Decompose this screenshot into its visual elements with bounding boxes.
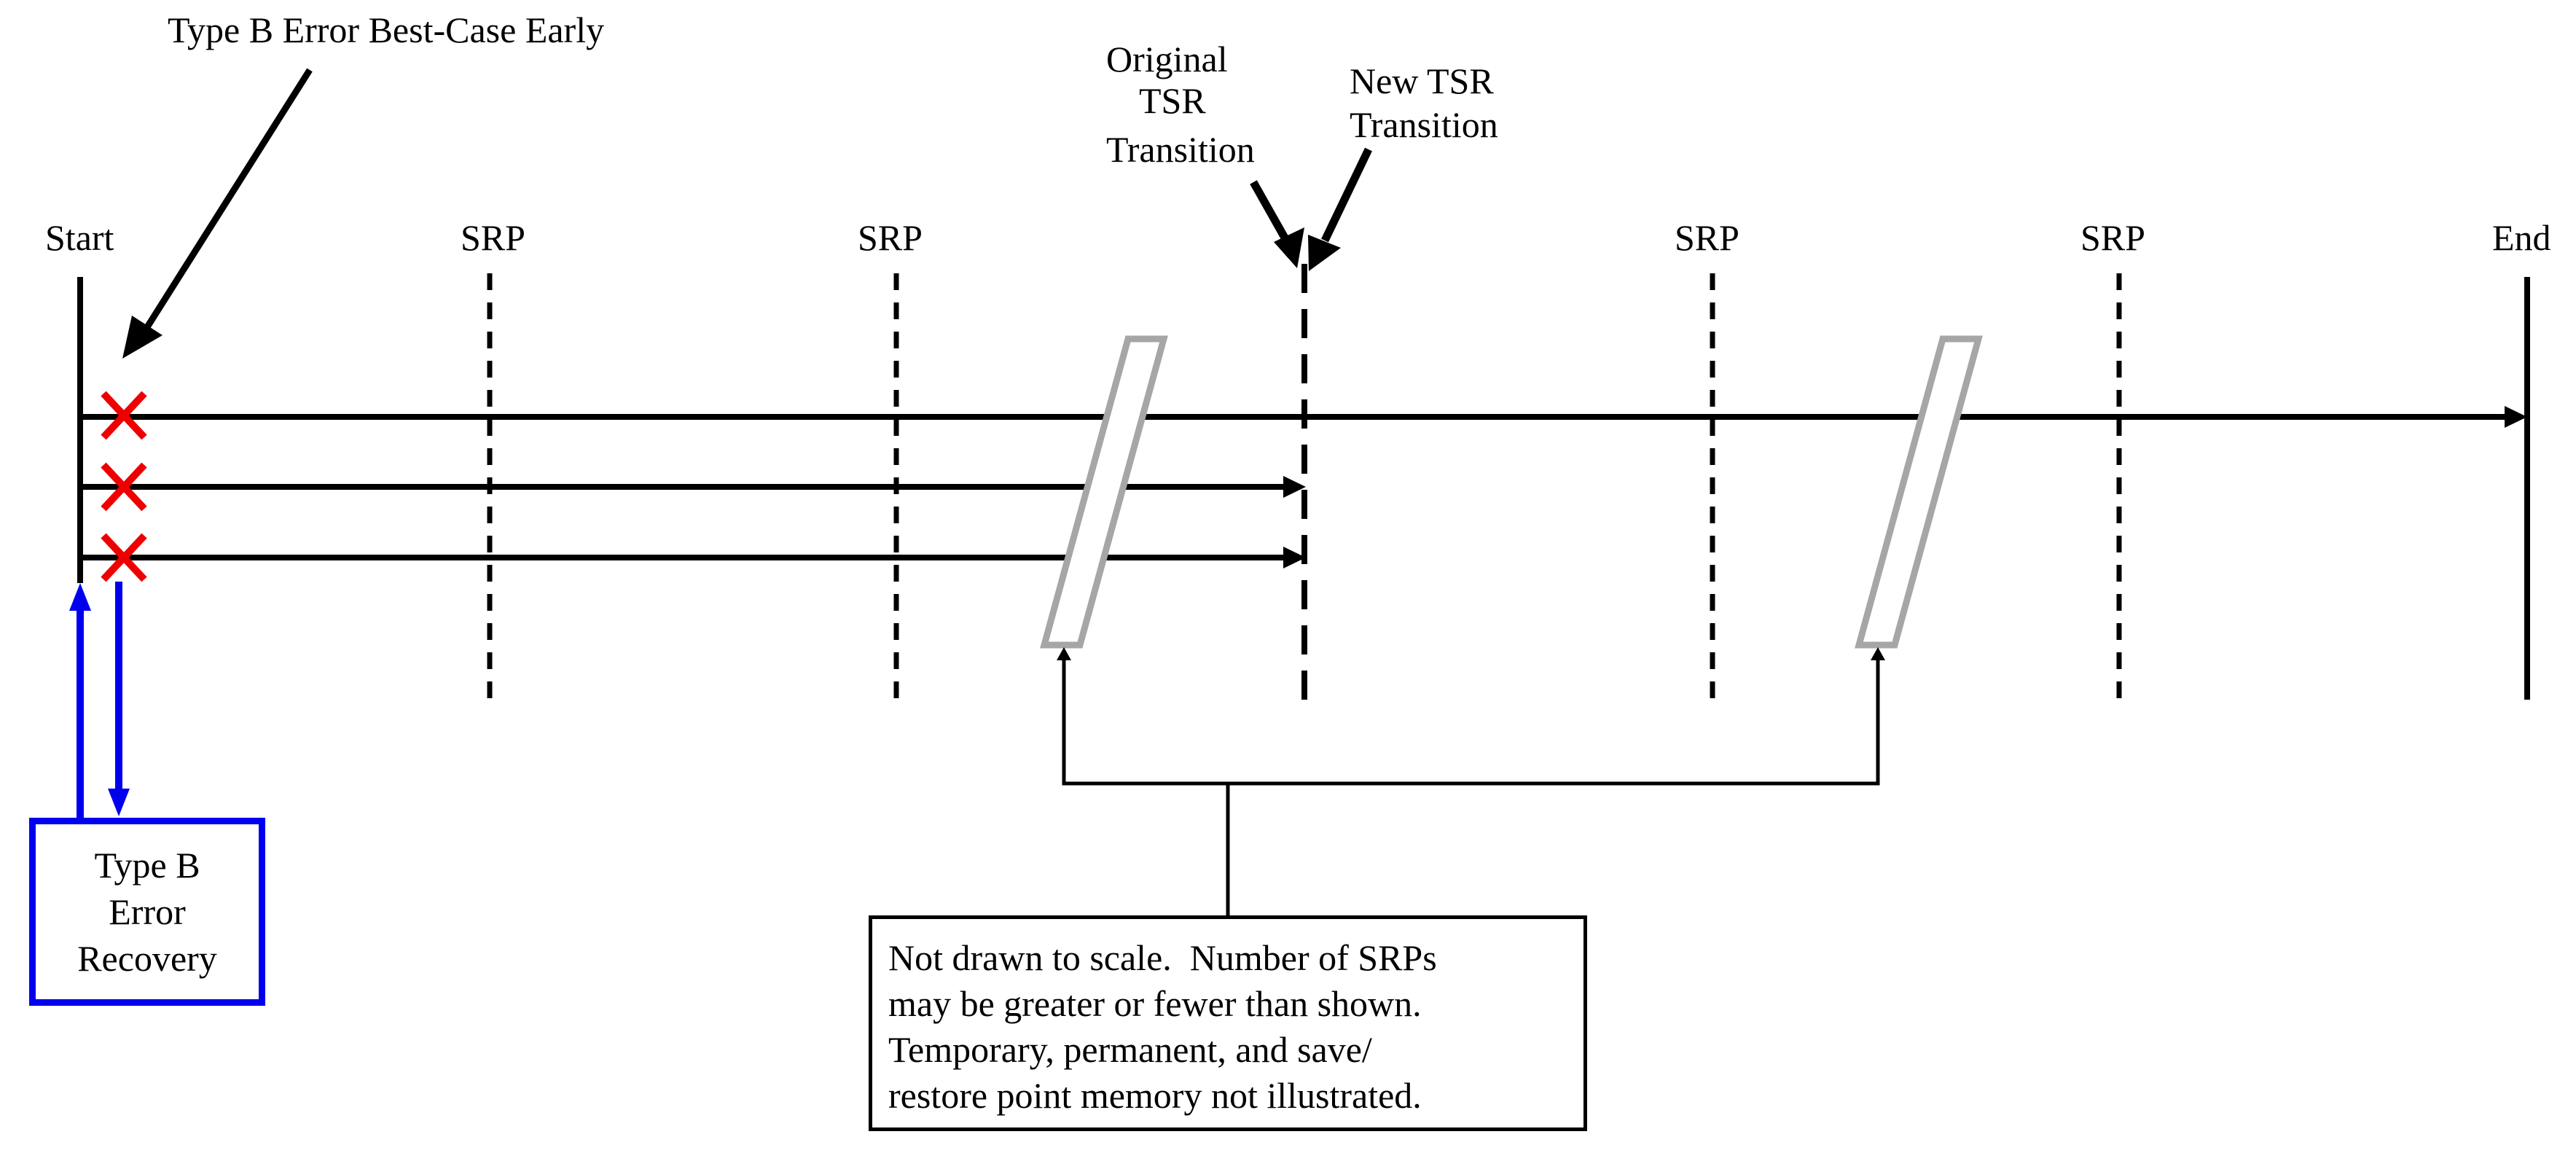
new-tsr-label-line1: New TSR	[1350, 60, 1494, 101]
bracket-arrowhead-left	[1057, 647, 1071, 660]
callout-arrow	[122, 68, 313, 359]
original-tsr-label-line1: Original	[1106, 39, 1228, 79]
type-b-error-recovery-box: Type B Error Recovery	[29, 818, 265, 1006]
note-line4: restore point memory not illustrated.	[888, 1075, 1422, 1116]
original-tsr-arrow	[1250, 180, 1304, 268]
new-tsr-arrow	[1308, 147, 1372, 271]
scale-break-symbol-1	[1040, 335, 1168, 649]
note-line2: may be greater or fewer than shown.	[888, 983, 1422, 1024]
error-marker-3	[101, 533, 147, 582]
recovery-box-line2: Error	[109, 891, 186, 932]
srp-label-4: SRP	[2080, 217, 2145, 258]
end-label: End	[2492, 217, 2551, 258]
full-run-arrow	[80, 406, 2527, 428]
srp-marker-2: SRP	[858, 217, 923, 701]
srp-label-2: SRP	[858, 217, 923, 258]
recovery-box-line3: Recovery	[77, 938, 217, 979]
srp-marker-1: SRP	[461, 217, 525, 701]
scale-note-box: Not drawn to scale. Number of SRPs may b…	[869, 915, 1587, 1131]
recovery-trigger-arrow	[108, 582, 130, 816]
new-tsr-label-line2: Transition	[1350, 104, 1498, 145]
original-tsr-label-line2: TSR	[1139, 80, 1206, 121]
srp-marker-4: SRP	[2080, 217, 2145, 701]
error-marker-1	[101, 391, 147, 440]
srp-label-1: SRP	[461, 217, 525, 258]
note-line1: Not drawn to scale. Number of SRPs	[888, 937, 1437, 978]
srp-label-3: SRP	[1675, 217, 1739, 258]
note-line3: Temporary, permanent, and save/	[888, 1029, 1372, 1070]
original-tsr-label-line3: Transition	[1106, 129, 1255, 170]
start-label: Start	[45, 217, 114, 258]
srp-marker-3: SRP	[1675, 217, 1739, 701]
callout-title: Type B Error Best-Case Early	[168, 9, 604, 50]
bracket-arrowhead-right	[1871, 647, 1885, 660]
note-connector-bracket	[1062, 652, 1880, 917]
truncated-run-arrow-2	[80, 547, 1306, 568]
scale-break-symbol-2	[1855, 335, 1983, 649]
recovery-box-line1: Type B	[94, 845, 200, 886]
error-marker-2	[101, 462, 147, 512]
truncated-run-arrow-1	[80, 476, 1306, 498]
recovery-return-arrow	[69, 583, 91, 818]
